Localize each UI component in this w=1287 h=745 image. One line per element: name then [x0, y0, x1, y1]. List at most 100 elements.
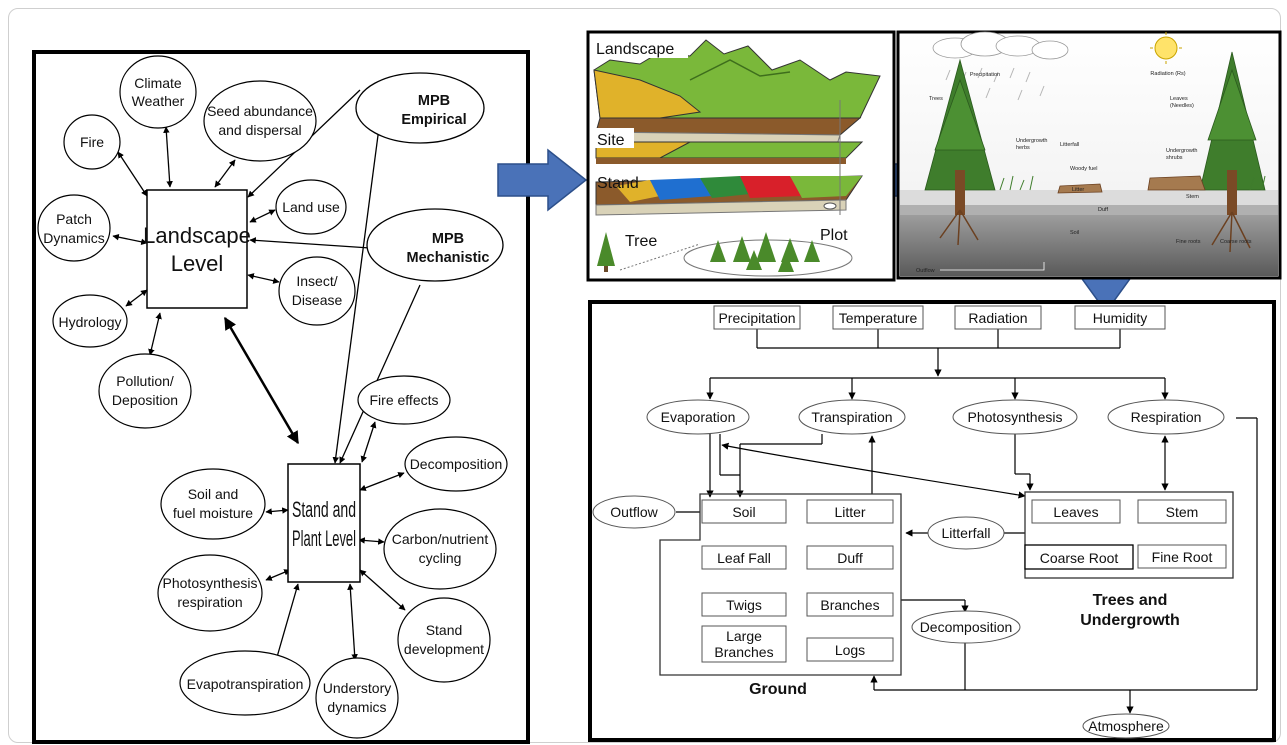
- flow-outflow-label: Outflow: [610, 504, 658, 520]
- seed-line2: and dispersal: [218, 122, 301, 138]
- fire-node: Fire: [63, 114, 121, 170]
- pool-litter: Litter: [834, 504, 865, 520]
- pool-coarse-root: Coarse Root: [1040, 550, 1119, 566]
- pollution-line2: Deposition: [112, 392, 178, 408]
- decomposition-left-label: Decomposition: [410, 456, 503, 472]
- mpb-empirical-node: MPB Empirical: [355, 72, 485, 144]
- pool-fine-root: Fine Root: [1152, 549, 1213, 565]
- pool-duff: Duff: [837, 550, 863, 566]
- patch-line1: Patch: [56, 211, 92, 227]
- photo-resp-line2: respiration: [177, 594, 242, 610]
- seed-abundance-node: Seed abundance and dispersal: [203, 80, 317, 162]
- soil-moisture-line2: fuel moisture: [173, 505, 253, 521]
- ecosystem-picture: Precipitation Radiation (Rs) Trees Leave…: [896, 30, 1282, 280]
- ground-pools: Soil Litter Leaf Fall Duff Twigs Branche…: [659, 493, 902, 698]
- input-radiation: Radiation: [968, 310, 1027, 326]
- eco-outflow-label: Outflow: [916, 268, 935, 274]
- stand-dev-line1: Stand: [426, 622, 463, 638]
- scale-plot-label: Plot: [820, 227, 848, 244]
- mpb-mechanistic-line2: Mechanistic: [407, 250, 490, 266]
- pool-logs: Logs: [835, 642, 865, 658]
- tree-pools: Leaves Stem Coarse Root Fine Root Trees …: [1024, 491, 1234, 629]
- process-respiration: Respiration: [1131, 409, 1202, 425]
- understory-line1: Understory: [323, 680, 391, 696]
- figure-frame: [8, 8, 1281, 743]
- carbon-nutrient-node: Carbon/nutrient cycling: [383, 508, 497, 590]
- patch-dynamics-node: Patch Dynamics: [37, 194, 111, 262]
- understory-line2: dynamics: [327, 699, 386, 715]
- understory-dynamics-node: Understory dynamics: [315, 657, 399, 739]
- insect-line1: Insect/: [296, 273, 337, 289]
- flow-processes: Evaporation Transpiration Photosynthesis…: [646, 399, 1225, 435]
- insect-line2: Disease: [292, 292, 343, 308]
- evapotranspiration-node: Evapotranspiration: [179, 650, 311, 716]
- eco-shrubs-line2: shrubs: [1166, 155, 1183, 161]
- decomposition-node: Decomposition: [911, 610, 1021, 644]
- stand-level-line2: Plant Level: [292, 526, 356, 551]
- evapotranspiration-label: Evapotranspiration: [187, 676, 304, 692]
- eco-shrubs-line1: Undergrowth: [1166, 148, 1198, 154]
- decomposition-node-left: Decomposition: [404, 436, 508, 492]
- seed-line1: Seed abundance: [207, 103, 313, 119]
- scale-stand-label: Stand: [597, 175, 639, 192]
- eco-leaves-line1: Leaves: [1170, 96, 1188, 102]
- pollution-line1: Pollution/: [116, 373, 174, 389]
- flow-diagram: Precipitation Temperature Radiation Humi…: [588, 300, 1276, 742]
- ground-title: Ground: [749, 681, 807, 698]
- eco-fine-roots-label: Fine roots: [1176, 239, 1201, 245]
- trees-title-line1: Trees and: [1093, 592, 1168, 609]
- flow-atmosphere-label: Atmosphere: [1088, 718, 1164, 734]
- patch-line2: Dynamics: [43, 230, 104, 246]
- atmosphere-node: Atmosphere: [1082, 713, 1170, 739]
- trees-title-line2: Undergrowth: [1080, 612, 1180, 629]
- left-panel: Landscape Level Stand and Plant Level MP…: [32, 50, 530, 744]
- photosynthesis-respiration-node: Photosynthesis respiration: [157, 554, 263, 632]
- land-use-label: Land use: [282, 199, 340, 215]
- stand-development-node: Stand development: [397, 597, 491, 683]
- eco-herbs-line2: herbs: [1016, 145, 1030, 151]
- fire-effects-label: Fire effects: [370, 392, 439, 408]
- flow-litterfall-label: Litterfall: [941, 525, 990, 541]
- climate-weather-node: Climate Weather: [119, 55, 197, 129]
- photo-resp-line1: Photosynthesis: [163, 575, 258, 591]
- pool-soil: Soil: [732, 504, 755, 520]
- eco-trees-label: Trees: [929, 96, 943, 102]
- outflow-node: Outflow: [592, 495, 676, 529]
- flow-connectors: [676, 329, 1258, 714]
- eco-woody-fuel-label: Woody fuel: [1070, 166, 1097, 172]
- flow-decomposition-label: Decomposition: [920, 619, 1013, 635]
- climate-line2: Weather: [132, 93, 185, 109]
- eco-leaves-line2: (Needles): [1170, 103, 1194, 109]
- eco-litterfall-label: Litterfall: [1060, 142, 1079, 148]
- soil-moisture-line1: Soil and: [188, 486, 239, 502]
- landscape-level-node: Landscape Level: [143, 189, 251, 309]
- input-humidity: Humidity: [1093, 310, 1147, 326]
- fire-label: Fire: [80, 134, 104, 150]
- litterfall-node: Litterfall: [927, 516, 1005, 550]
- soil-fuel-moisture-node: Soil and fuel moisture: [160, 468, 266, 540]
- carbon-line2: cycling: [419, 550, 462, 566]
- pool-twigs: Twigs: [726, 597, 762, 613]
- hydrology-label: Hydrology: [58, 314, 121, 330]
- flow-inputs: Precipitation Temperature Radiation Humi…: [713, 305, 1166, 330]
- mpb-empirical-line1: MPB: [418, 93, 450, 109]
- eco-radiation-label: Radiation (Rs): [1150, 71, 1185, 77]
- arrow-to-scales: [497, 148, 588, 212]
- scale-tree-label: Tree: [625, 233, 657, 250]
- process-transpiration: Transpiration: [811, 409, 892, 425]
- stand-level-line1: Stand and: [292, 497, 356, 522]
- carbon-line1: Carbon/nutrient: [392, 531, 489, 547]
- landscape-level-line2: Level: [171, 251, 224, 276]
- eco-herbs-line1: Undergrowth: [1016, 138, 1048, 144]
- pollution-deposition-node: Pollution/ Deposition: [98, 353, 192, 429]
- pool-leaves: Leaves: [1053, 504, 1098, 520]
- eco-duff-label: Duff: [1098, 207, 1108, 213]
- pool-large-branches-line1: Large: [726, 628, 762, 644]
- climate-line1: Climate: [134, 75, 182, 91]
- scales-picture: Landscape Site Stand Tree Plot: [586, 30, 896, 282]
- process-photosynthesis: Photosynthesis: [968, 409, 1063, 425]
- scale-site-label: Site: [597, 132, 625, 149]
- land-use-node: Land use: [275, 179, 347, 235]
- left-panel-arrows: [112, 89, 421, 665]
